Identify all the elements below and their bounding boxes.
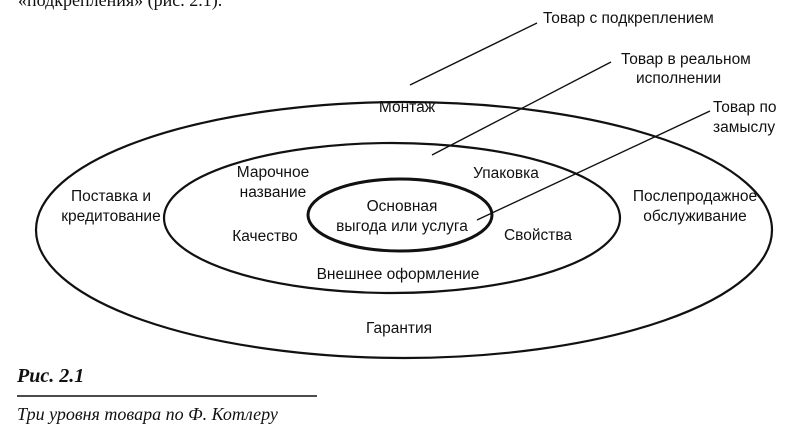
label-quality: Качество: [232, 228, 298, 245]
label-warranty: Гарантия: [366, 320, 432, 337]
clipped-top-text: «подкрепления» (рис. 2.1).: [18, 0, 222, 11]
callout-augmented: Товар с подкреплением: [543, 10, 714, 27]
label-design: Внешнее оформление: [317, 266, 480, 283]
label-delivery-line1: Поставка и: [71, 188, 151, 205]
label-brand-line2: название: [240, 184, 307, 201]
outer-ring: [34, 100, 774, 360]
label-core-line2: выгода или услуга: [336, 218, 468, 235]
label-delivery-line2: кредитование: [61, 208, 160, 225]
callout-actual-line1: Товар в реальном: [621, 51, 751, 68]
callout-core-line1: Товар по: [713, 99, 777, 116]
label-montazh: Монтаж: [379, 99, 436, 116]
figure-subtitle: Три уровня товара по Ф. Котлеру: [17, 404, 278, 424]
label-features: Свойства: [504, 227, 572, 244]
callout-core-line2: замыслу: [713, 119, 775, 136]
figure-caption: Рис. 2.1: [16, 365, 84, 387]
label-packaging: Упаковка: [473, 165, 539, 182]
label-core-line1: Основная: [367, 198, 438, 215]
leader-core: [476, 110, 711, 221]
callout-actual-line2: исполнении: [636, 70, 721, 87]
label-after-sales-line2: обслуживание: [643, 208, 747, 225]
leader-actual: [431, 61, 612, 156]
middle-ring: [162, 141, 622, 295]
inner-ring: [306, 177, 494, 253]
label-brand-line1: Марочное: [237, 164, 309, 181]
leader-augmented: [409, 22, 538, 86]
label-after-sales-line1: Послепродажное: [633, 188, 757, 205]
